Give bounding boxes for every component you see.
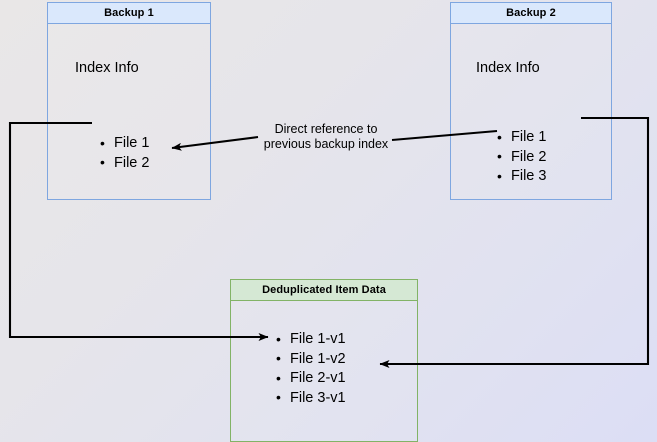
list-item: File 1-v2 — [276, 349, 346, 370]
node-backup-1-index-label: Index Info — [75, 60, 139, 76]
list-item: File 1 — [100, 134, 149, 154]
node-deduplicated-item-data-header: Deduplicated Item Data — [230, 279, 418, 301]
list-item: File 2-v1 — [276, 369, 346, 389]
list-item: File 3-v1 — [276, 388, 346, 409]
list-item: File 2 — [497, 147, 546, 168]
node-deduplicated-item-data-item-list: File 1-v1 File 1-v2 File 2-v1 File 3-v1 — [276, 330, 346, 408]
list-item: File 3 — [497, 167, 546, 187]
node-backup-1-item-list: File 1 File 2 — [100, 134, 149, 173]
node-backup-2[interactable]: Backup 2 Index Info File 1 File 2 File 3 — [450, 2, 612, 200]
edge-label-direct-reference: Direct reference to previous backup inde… — [263, 122, 389, 151]
list-item: File 2 — [100, 153, 149, 174]
node-deduplicated-item-data[interactable]: Deduplicated Item Data File 1-v1 File 1-… — [230, 279, 418, 442]
node-backup-2-item-list: File 1 File 2 File 3 — [497, 128, 546, 187]
node-deduplicated-item-data-body: File 1-v1 File 1-v2 File 2-v1 File 3-v1 — [230, 301, 418, 442]
node-backup-2-header: Backup 2 — [450, 2, 612, 24]
list-item: File 1-v1 — [276, 330, 346, 350]
node-backup-1-body: Index Info File 1 File 2 — [47, 24, 211, 200]
node-backup-2-body: Index Info File 1 File 2 File 3 — [450, 24, 612, 200]
node-backup-1-header: Backup 1 — [47, 2, 211, 24]
node-backup-1[interactable]: Backup 1 Index Info File 1 File 2 — [47, 2, 211, 200]
list-item: File 1 — [497, 128, 546, 148]
node-backup-2-index-label: Index Info — [476, 60, 540, 76]
